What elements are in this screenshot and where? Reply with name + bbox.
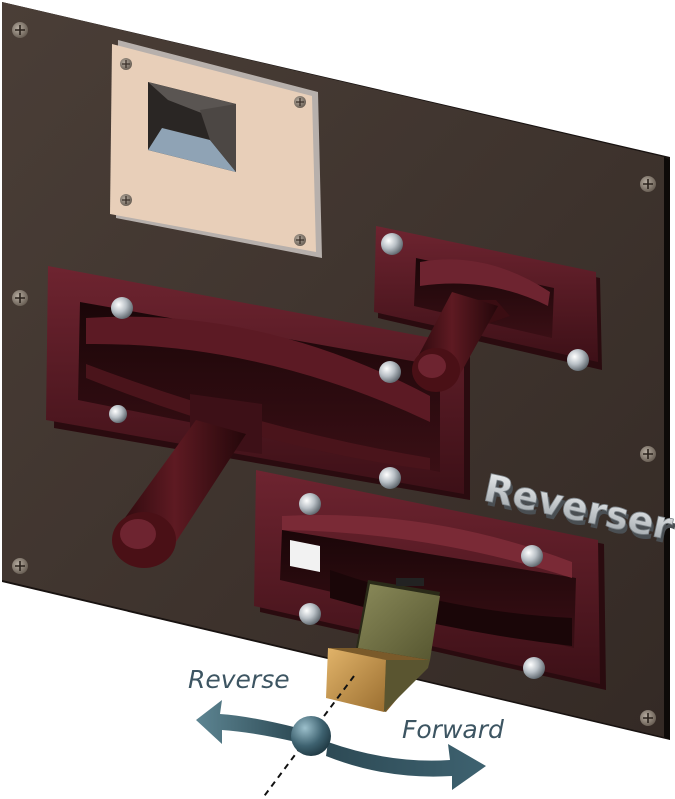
small-lever-handle — [412, 292, 510, 392]
large-lever-handle — [112, 394, 262, 568]
bolt-icon — [521, 545, 543, 567]
bolt-icon — [299, 603, 321, 625]
bolt-icon — [109, 405, 127, 423]
screw-icon — [294, 234, 306, 246]
rotation-axis-line — [261, 675, 355, 799]
reverser-knob — [326, 578, 440, 712]
screw-icon — [294, 96, 306, 108]
bolt-icon — [111, 297, 133, 319]
bolt-icon — [381, 233, 403, 255]
reverse-label: Reverse — [188, 665, 290, 694]
rotation-indicator — [196, 675, 486, 799]
large-gate — [46, 266, 470, 500]
screw-icon — [12, 290, 28, 306]
reverse-arrow-icon — [196, 700, 298, 744]
bolt-icon — [523, 657, 545, 679]
bolt-icon — [379, 467, 401, 489]
screw-icon — [640, 710, 656, 726]
screw-icon — [120, 58, 132, 70]
forward-arrow-icon — [326, 742, 486, 790]
bolt-icon — [379, 361, 401, 383]
screw-icon — [640, 176, 656, 192]
screw-icon — [12, 22, 28, 38]
screw-icon — [120, 194, 132, 206]
view-window-plate — [110, 40, 322, 258]
screw-icon — [640, 446, 656, 462]
screw-icon — [12, 558, 28, 574]
panel-screws — [12, 22, 656, 726]
bolt-icon — [299, 493, 321, 515]
gate-bolts — [109, 233, 589, 679]
bolt-icon — [567, 349, 589, 371]
forward-label: Forward — [402, 715, 504, 744]
pivot-ball — [291, 716, 331, 756]
